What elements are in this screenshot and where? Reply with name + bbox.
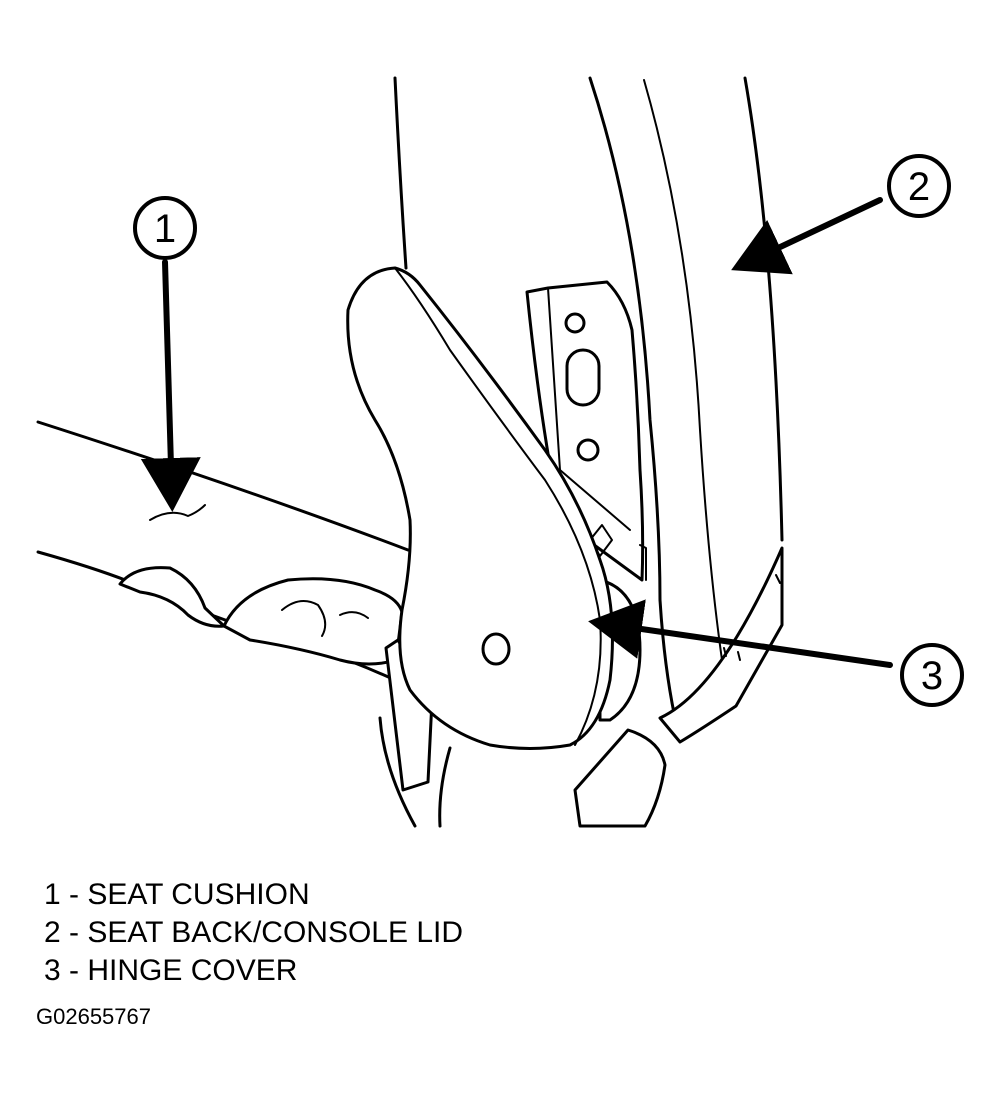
hinge-bracket-inner [547,287,631,531]
bracket-hole-bottom [576,438,600,462]
seat-back-slots [723,574,781,661]
callout-2: 2 [887,154,951,218]
cushion-trim-inner [281,600,369,637]
callout-2-circle [887,154,951,218]
seat-cushion-top-edge [36,420,410,552]
seat-back-left-edge [393,76,408,270]
cushion-trim-left [118,566,226,628]
callout-1: 1 [133,196,197,260]
seat-back-inner-line [643,79,723,661]
hinge-arm-lower [573,728,667,828]
callout-2-arrow [731,197,883,275]
callout-3-arrow [588,599,893,668]
legend: 1 - SEAT CUSHION 2 - SEAT BACK/CONSOLE L… [44,876,463,990]
hinge-cover-ridge [394,267,602,746]
legend-item-3: 3 - HINGE COVER [44,954,298,987]
seat-frame-leg-2 [438,746,452,828]
bracket-hole-top [564,312,586,334]
legend-item-2: 2 - SEAT BACK/CONSOLE LID [44,916,464,949]
hinge-bracket [525,280,645,582]
hinge-cover-screw-hole [481,632,511,666]
seat-frame-lower [384,638,434,792]
callout-1-number: 1 [154,207,176,251]
hinge-cover-illustration: 1 2 3 [36,76,964,828]
callout-1-arrow [140,259,201,512]
callout-3-circle [900,643,964,707]
legend-item-1: 1 - SEAT CUSHION [44,878,310,911]
callout-1-circle [133,196,197,260]
callout-3: 3 [900,643,964,707]
figure-id: G02655767 [36,1004,151,1029]
seat-back-right-edge [743,76,784,542]
cushion-trim-right [222,577,404,666]
bracket-slot [565,348,601,407]
callout-3-number: 3 [921,654,943,698]
seat-back-outer-edge [588,76,682,742]
seat-cushion-fold-mark [149,504,206,521]
callout-2-number: 2 [908,165,930,209]
seat-frame-leg [378,716,417,828]
